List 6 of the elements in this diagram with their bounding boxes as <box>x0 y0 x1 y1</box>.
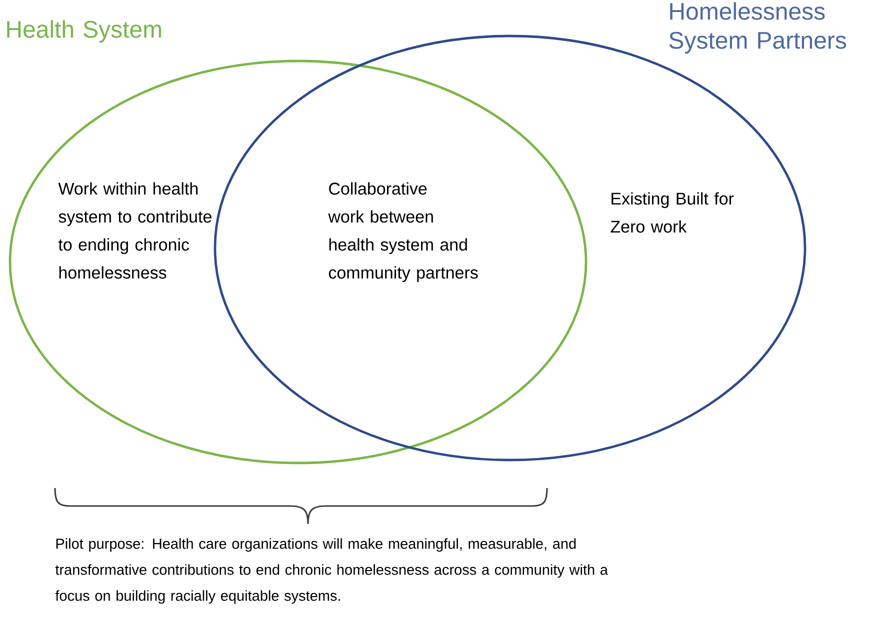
overlap-text: Collaborative work between health system and community partners <box>328 182 478 282</box>
circle-title: Health System <box>7 20 161 43</box>
circle-text: Existing Built for Zero work <box>610 192 734 233</box>
note-text: Pilot purpose: Health care organizations will make meaningful, measurable, and transformative contributions to end chronic homelessness across a community with a focus on building racially equitable systems. <box>55 538 608 604</box>
circle-text: Work within health system to contribute to ending chronic homelessness <box>58 182 212 279</box>
circle-title: Homelessness System Partners <box>669 2 846 54</box>
